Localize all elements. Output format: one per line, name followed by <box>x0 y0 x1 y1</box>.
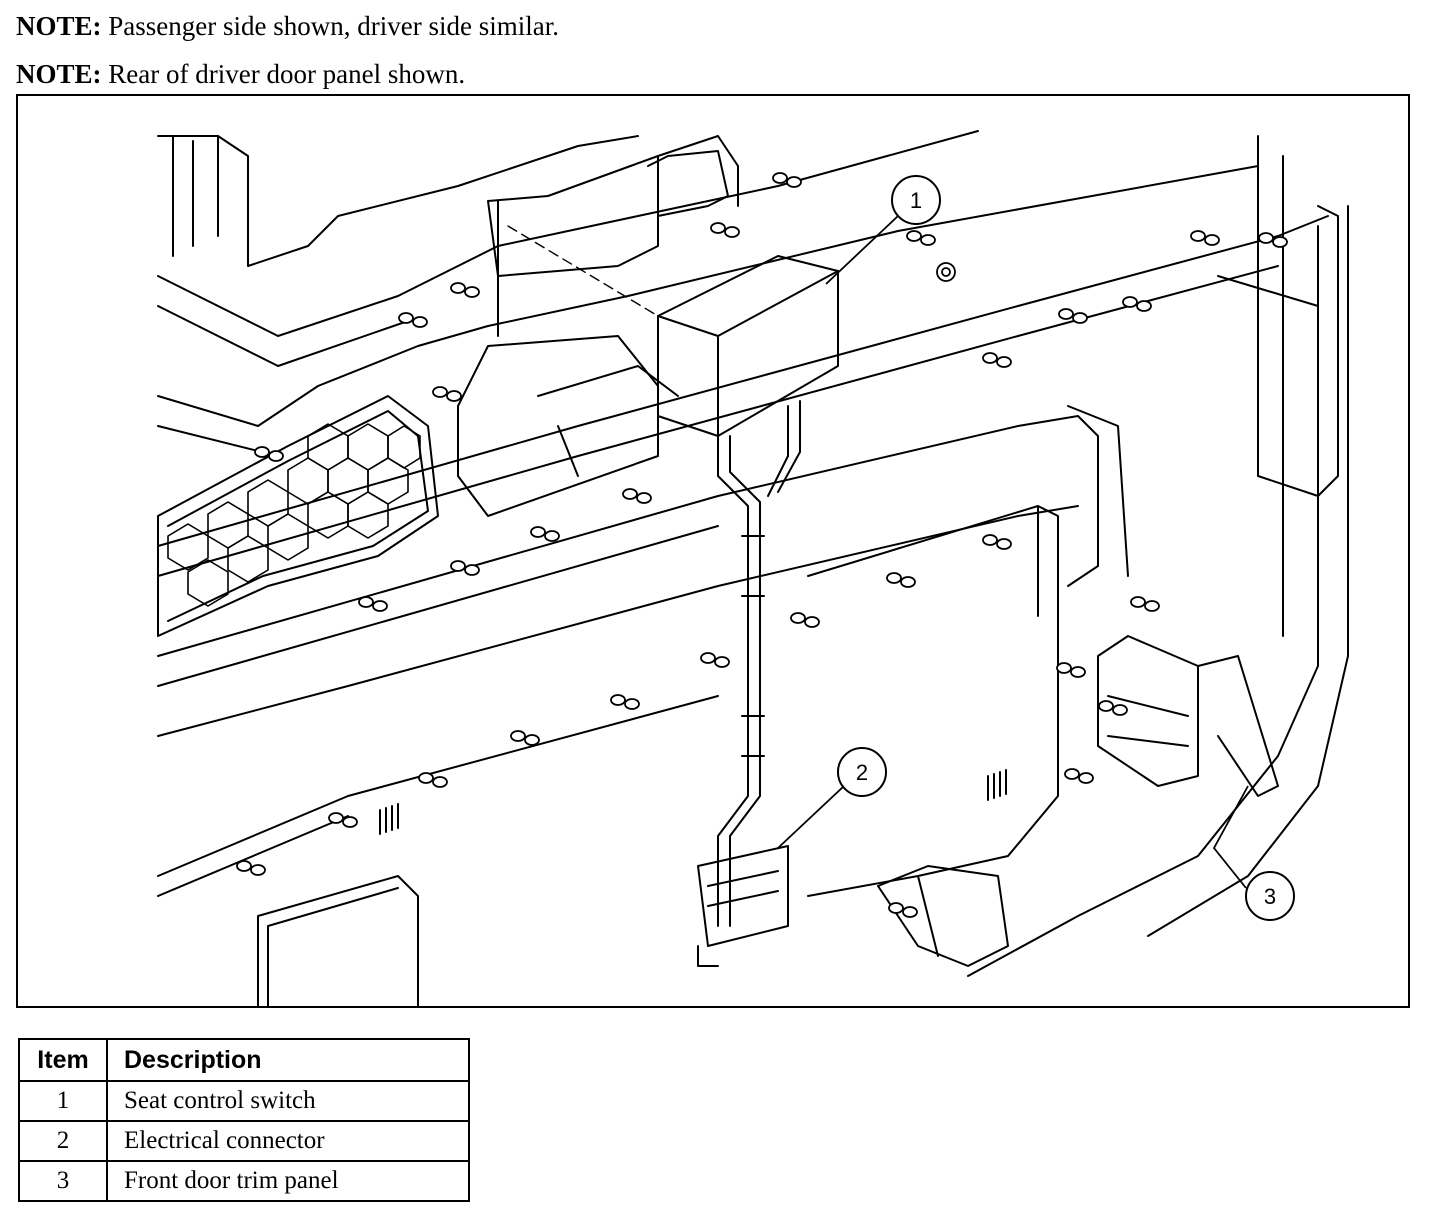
note-1-text: Passenger side shown, driver side simila… <box>108 11 559 41</box>
legend-table: Item Description 1 Seat control switch 2… <box>18 1038 470 1202</box>
note-2: NOTE: Rear of driver door panel shown. <box>16 58 465 90</box>
callout-2-label: 2 <box>856 760 868 785</box>
table-row: 3 Front door trim panel <box>18 1160 470 1202</box>
note-1-label: NOTE: <box>16 11 102 41</box>
figure-frame: 1 2 3 N0035962 <box>16 94 1410 1008</box>
callout-1: 1 <box>891 175 941 225</box>
callout-1-label: 1 <box>910 188 922 213</box>
table-row: 1 Seat control switch <box>18 1080 470 1122</box>
legend-item-description: Electrical connector <box>106 1120 470 1162</box>
callout-1-leader <box>825 215 899 285</box>
note-2-label: NOTE: <box>16 59 102 89</box>
legend-item-description: Seat control switch <box>106 1080 470 1122</box>
callout-3: 3 <box>1245 871 1295 921</box>
door-panel-illustration: 1 2 3 <box>157 130 1349 1006</box>
legend-header-item: Item <box>18 1038 108 1082</box>
legend-item-number: 2 <box>18 1120 108 1162</box>
callout-2: 2 <box>837 747 887 797</box>
callout-2-leader <box>777 785 845 849</box>
legend-header-description: Description <box>106 1038 470 1082</box>
callout-3-leader <box>1212 785 1249 889</box>
table-row: 2 Electrical connector <box>18 1120 470 1162</box>
legend-item-description: Front door trim panel <box>106 1160 470 1202</box>
note-1: NOTE: Passenger side shown, driver side … <box>16 10 559 42</box>
callout-3-label: 3 <box>1264 884 1276 909</box>
legend-header-row: Item Description <box>18 1038 470 1082</box>
legend-item-number: 1 <box>18 1080 108 1122</box>
legend-item-number: 3 <box>18 1160 108 1202</box>
note-2-text: Rear of driver door panel shown. <box>108 59 466 89</box>
